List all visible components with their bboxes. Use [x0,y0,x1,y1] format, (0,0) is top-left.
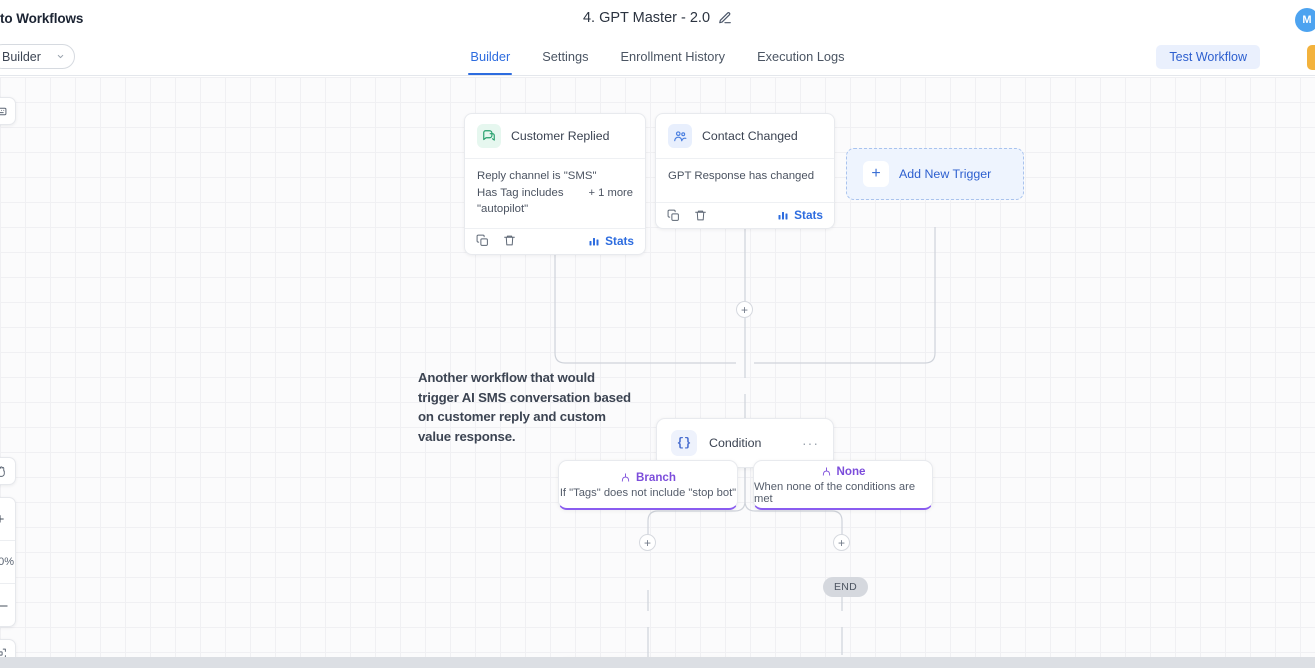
trigger-card-header: Contact Changed [656,114,834,159]
stats-label: Stats [605,233,634,248]
tab-settings[interactable]: Settings [542,49,589,64]
trigger-card-customer-replied[interactable]: Customer Replied Reply channel is "SMS" … [464,113,646,255]
users-icon [668,124,692,148]
bar-chart-icon [589,237,599,245]
bottom-scrollbar-strip[interactable] [0,657,1315,668]
breadcrumb-back-to-workflows[interactable]: to Workflows [0,11,84,26]
workflow-title-group: 4. GPT Master - 2.0 [0,10,1315,26]
fit-view-button[interactable] [0,639,16,657]
view-select[interactable]: Builder [0,44,75,69]
node-menu-icon[interactable]: ··· [802,435,819,451]
tab-bar: Builder Settings Enrollment History Exec… [0,38,1315,76]
chevron-down-icon [56,52,65,61]
trigger-conditions: Reply channel is "SMS" Has Tag includes … [465,159,645,229]
keyboard-shortcuts-button[interactable] [0,97,16,125]
fit-view-icon [0,648,6,657]
zoom-out-button[interactable]: — [0,583,15,626]
avatar[interactable]: M [1295,8,1315,32]
trigger-condition-row: Has Tag includes "autopilot" + 1 more [477,185,633,218]
end-badge: END [823,577,869,597]
trigger-condition-row: Reply channel is "SMS" [477,168,633,185]
page-title: 4. GPT Master - 2.0 [582,10,711,26]
add-new-trigger-label: Add New Trigger [899,167,992,181]
trigger-card-footer: Stats [656,203,834,228]
branch-name: None [836,464,866,478]
trigger-title: Customer Replied [511,129,610,143]
branch-description: If "Tags" does not include "stop bot" [559,486,737,499]
stats-label: Stats [794,208,823,222]
add-step-button-branch-right[interactable]: + [833,534,850,551]
trigger-conditions: GPT Response has changed [656,159,834,203]
branch-node-tags[interactable]: Branch If "Tags" does not include "stop … [558,460,738,510]
bar-chart-icon [778,212,788,220]
canvas-annotation: Another workflow that would trigger AI S… [418,370,631,444]
stats-link[interactable]: Stats [588,234,634,248]
tab-enrollment-history[interactable]: Enrollment History [620,49,726,64]
branch-node-none[interactable]: None When none of the conditions are met [753,460,933,510]
plus-icon: + [643,535,651,550]
plus-icon: + [837,535,845,550]
trigger-card-contact-changed[interactable]: Contact Changed GPT Response has changed [655,113,835,229]
hand-icon [0,465,5,477]
zoom-in-button[interactable]: + [0,498,15,540]
branch-header: None [821,464,866,478]
zoom-controls: + 100% — [0,497,16,627]
keyboard-shortcuts-icon [0,107,6,115]
top-bar: to Workflows 4. GPT Master - 2.0 M [0,0,1315,38]
add-step-button-branch-left[interactable]: + [639,534,656,551]
branch-icon [621,472,630,482]
save-button[interactable] [1307,45,1315,70]
avatar-initial: M [1302,14,1312,26]
copy-icon[interactable] [667,209,680,222]
branch-icon [822,466,830,476]
condition-more-count[interactable]: + 1 more [588,186,633,199]
copy-icon[interactable] [476,234,489,247]
chat-bubble-icon [477,124,501,148]
pan-tool-button[interactable] [0,457,16,485]
condition-text: Reply channel is "SMS" [477,170,597,182]
trigger-card-footer: Stats [465,229,645,254]
tab-execution-logs[interactable]: Execution Logs [757,49,845,64]
tab-builder[interactable]: Builder [454,39,526,75]
view-select-value: Builder [2,49,41,64]
zoom-level-label: 100% [0,540,15,583]
condition-text: GPT Response has changed [668,170,815,182]
node-condition-1[interactable]: {} Condition ··· [656,418,834,468]
trash-icon[interactable] [503,234,516,247]
branch-header: Branch [620,471,676,484]
pencil-icon[interactable] [718,11,732,25]
branch-name: Branch [636,470,676,484]
workflow-canvas[interactable]: Another workflow that would trigger AI S… [0,77,1315,657]
add-new-trigger-button[interactable]: + Add New Trigger [846,148,1024,200]
plus-icon: + [863,161,889,187]
condition-text: Has Tag includes "autopilot" [477,186,564,216]
trigger-condition-row: GPT Response has changed [668,168,822,185]
node-label: Condition [709,436,762,450]
nav-bar: Builder Builder Settings Enrollment Hist… [0,38,1315,76]
plus-icon: + [740,302,748,317]
branch-description: When none of the conditions are met [754,480,916,505]
test-workflow-button[interactable]: Test Workflow [1156,45,1260,69]
braces-icon: {} [671,430,697,456]
trash-icon[interactable] [694,209,707,222]
add-step-button-after-triggers[interactable]: + [736,301,753,318]
trigger-title: Contact Changed [702,129,798,143]
stats-link[interactable]: Stats [777,208,823,222]
trigger-card-header: Customer Replied [465,114,645,159]
